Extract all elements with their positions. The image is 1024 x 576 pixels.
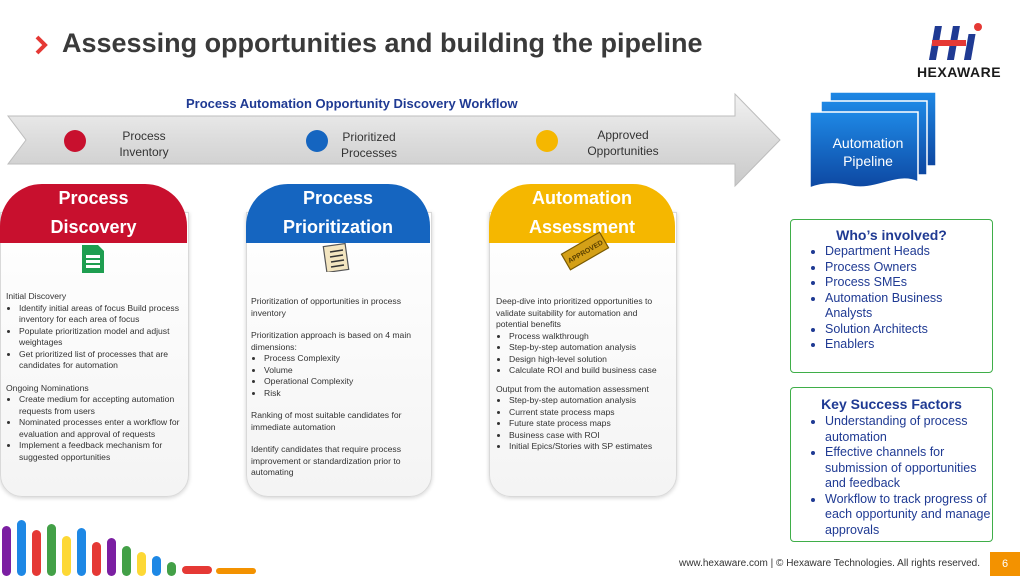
list-item: Enablers	[825, 337, 992, 353]
list-item: Risk	[264, 388, 425, 400]
list-item: Design high-level solution	[509, 354, 672, 366]
card-text-discovery: Initial Discovery Identify initial areas…	[6, 291, 182, 463]
paragraph: Identify candidates that require process…	[251, 444, 402, 477]
list-item: Populate prioritization model and adjust…	[19, 326, 182, 349]
stage-dot-approved	[536, 130, 558, 152]
footer-text: www.hexaware.com | © Hexaware Technologi…	[678, 558, 980, 569]
logo-text: HEXAWARE	[916, 64, 1002, 80]
list-item: Process Owners	[825, 260, 992, 276]
hexaware-logo-icon	[928, 23, 982, 60]
page-title: Assessing opportunities and building the…	[62, 28, 703, 58]
list-item: Process walkthrough	[509, 331, 672, 343]
stage-dot-inventory	[64, 130, 86, 152]
card-text-assessment: Deep-dive into prioritized opportunities…	[496, 296, 672, 453]
list-item: Department Heads	[825, 244, 992, 260]
stage-label-inventory: Process Inventory	[119, 129, 169, 159]
list-item: Operational Complexity	[264, 376, 425, 388]
pipeline-documents-icon	[809, 91, 937, 190]
section-heading: Ongoing Nominations	[6, 382, 89, 393]
tab-process-discovery: Process Discovery	[0, 184, 187, 243]
list-item: Process Complexity	[264, 353, 425, 365]
list-item: Effective channels for submission of opp…	[825, 445, 992, 492]
list-item: Future state process maps	[509, 418, 672, 430]
who-involved-title: Who’s involved?	[836, 227, 947, 243]
list-item: Step-by-step automation analysis	[509, 395, 672, 407]
stage-label-approved: Approved Opportunities	[587, 128, 659, 158]
list-item: Create medium for accepting automation r…	[19, 394, 182, 417]
paragraph: Deep-dive into prioritized opportunities…	[496, 296, 653, 329]
paragraph: Ranking of most suitable candidates for …	[251, 410, 402, 432]
list-item: Understanding of process automation	[825, 414, 992, 445]
list-item: Business case with ROI	[509, 430, 672, 442]
chevron-right-icon	[35, 35, 48, 55]
key-success-factors-title: Key Success Factors	[821, 396, 962, 412]
list-item: Implement a feedback mechanism for sugge…	[19, 440, 182, 463]
list-item: Automation Business Analysts	[825, 291, 992, 322]
pipeline-label: Automation Pipeline	[832, 135, 904, 169]
paragraph: Prioritization of opportunities in proce…	[251, 296, 401, 318]
tab-title-line2: Prioritization	[282, 217, 393, 237]
tab-process-prioritization: Process Prioritization	[246, 184, 430, 243]
tab-title-line1: Process	[302, 188, 374, 208]
list-item: Current state process maps	[509, 407, 672, 419]
stage-label-prioritized: Prioritized Processes	[340, 130, 398, 160]
who-involved-box: Who’s involved? Department Heads Process…	[790, 219, 993, 373]
list-item: Step-by-step automation analysis	[509, 342, 672, 354]
list-item: Volume	[264, 365, 425, 377]
section-heading: Initial Discovery	[6, 291, 67, 301]
list-item: Solution Architects	[825, 322, 992, 338]
tab-title-line2: Assessment	[528, 217, 636, 237]
list-item: Calculate ROI and build business case	[509, 365, 672, 377]
paragraph: Prioritization approach is based on 4 ma…	[251, 330, 412, 352]
list-item: Nominated processes enter a workflow for…	[19, 417, 182, 440]
list-item: Initial Epics/Stories with SP estimates	[509, 441, 672, 453]
checklist-icon	[322, 242, 350, 272]
list-item: Workflow to track progress of each oppor…	[825, 492, 992, 539]
card-text-prioritization: Prioritization of opportunities in proce…	[251, 296, 425, 479]
paragraph: Output from the automation assessment	[496, 383, 649, 394]
workflow-arrow	[7, 92, 781, 188]
list-item: Get prioritized list of processes that a…	[19, 349, 182, 372]
sheet-icon	[82, 245, 104, 273]
list-item: Identify initial areas of focus Build pr…	[19, 303, 182, 326]
page-number: 6	[990, 552, 1020, 576]
stage-dot-prioritized	[306, 130, 328, 152]
key-success-factors-box: Key Success Factors Understanding of pro…	[790, 387, 993, 542]
tab-title-line1: Process	[58, 188, 129, 208]
workflow-title: Process Automation Opportunity Discovery…	[186, 96, 518, 111]
tab-title-line2: Discovery	[50, 217, 137, 237]
approved-stamp-icon: APPROVED	[560, 231, 610, 271]
tab-automation-assessment: Automation Assessment	[489, 184, 675, 243]
list-item: Process SMEs	[825, 275, 992, 291]
tab-title-line1: Automation	[532, 188, 632, 208]
decorative-bars-icon	[2, 520, 256, 576]
